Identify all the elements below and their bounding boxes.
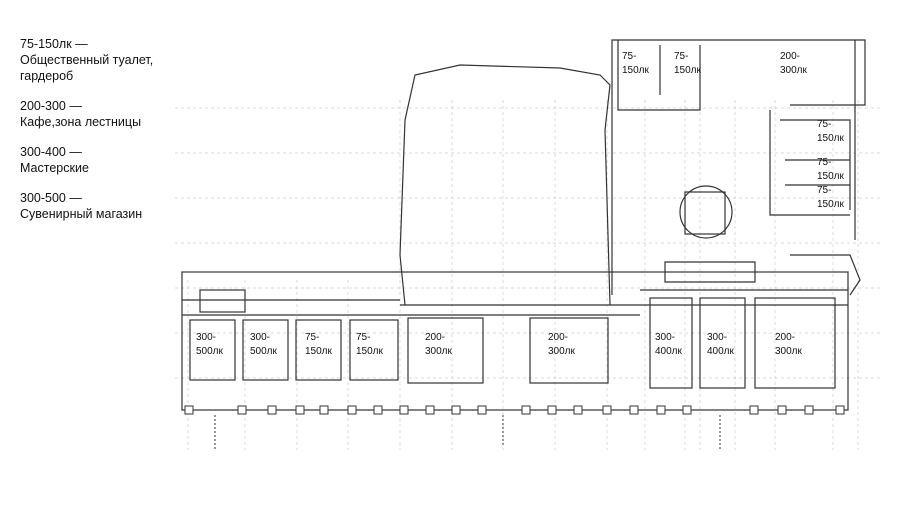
- room-label: 75- 150лк: [817, 185, 844, 210]
- room-label: 75- 150лк: [674, 51, 701, 76]
- room-label: 200- 300лк: [425, 332, 452, 357]
- walls: [181, 39, 866, 411]
- legend-range: 75-150лк —: [20, 37, 88, 51]
- legend-range: 300-400 —: [20, 145, 82, 159]
- columns: [184, 405, 845, 415]
- room-label: 75- 150лк: [817, 119, 844, 144]
- room-label: 300- 400лк: [655, 332, 682, 357]
- room-label: 200- 300лк: [780, 51, 807, 76]
- legend: 75-150лк —Общественный туалет, гардероб …: [20, 36, 153, 236]
- legend-desc: Кафе,зона лестницы: [20, 115, 142, 129]
- entrance-arrows: [214, 415, 721, 450]
- legend-range: 300-500 —: [20, 191, 82, 205]
- legend-desc: Общественный туалет, гардероб: [20, 53, 154, 83]
- legend-range: 200-300 —: [20, 99, 82, 113]
- legend-desc: Сувенирный магазин: [20, 207, 143, 221]
- room-label: 75- 150лк: [356, 332, 383, 357]
- room-label: 200- 300лк: [775, 332, 802, 357]
- room-label: 75- 150лк: [817, 157, 844, 182]
- legend-entry: 200-300 — Кафе,зона лестницы: [20, 98, 153, 130]
- room-label: 75- 150лк: [622, 51, 649, 76]
- room-label: 300- 500лк: [250, 332, 277, 357]
- room-label: 200- 300лк: [548, 332, 575, 357]
- room-label: 300- 500лк: [196, 332, 223, 357]
- legend-entry: 300-400 — Мастерские: [20, 144, 153, 176]
- room-label: 300- 400лк: [707, 332, 734, 357]
- legend-entry: 300-500 — Сувенирный магазин: [20, 190, 153, 222]
- room-label: 75- 150лк: [305, 332, 332, 357]
- legend-desc: Мастерские: [20, 161, 89, 175]
- legend-entry: 75-150лк — Общественный туалет, гардероб: [20, 36, 153, 84]
- grid-lines: [175, 100, 880, 450]
